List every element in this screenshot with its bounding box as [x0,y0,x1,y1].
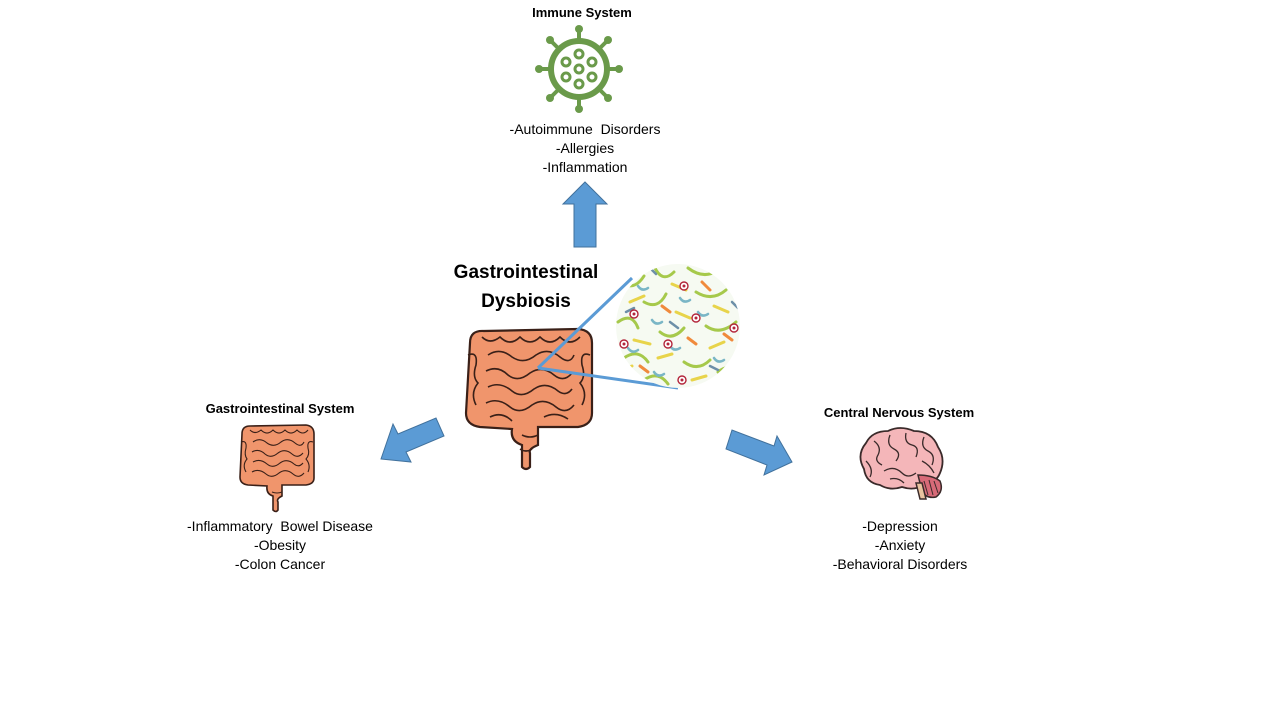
immune-effects-list: -Autoimmune Disorders -Allergies -Inflam… [470,120,700,177]
cns-effects-list: -Depression -Anxiety -Behavioral Disorde… [770,517,1030,574]
central-title-line: Gastrointestinal [453,262,599,283]
arrow-down-left-icon [380,417,445,463]
brain-icon [859,427,944,500]
gi-system-title: Gastrointestinal System [205,401,355,416]
intestine-icon [464,327,594,471]
immune-effect-item: -Allergies [555,140,615,156]
gi-effect-item: -Colon Cancer [234,556,326,572]
gi-effect-item: -Inflammatory Bowel Disease [187,518,373,534]
cns-effect-item: -Depression [862,518,938,534]
microbiota-icon [616,264,740,388]
intestine-icon [239,424,315,513]
cns-effect-item: -Behavioral Disorders [832,556,968,572]
immune-effect-item: -Inflammation [542,159,628,175]
cns-effect-item: -Anxiety [874,537,926,553]
arrow-down-right-icon [725,429,793,476]
virus-icon [535,25,623,113]
immune-system-title: Immune System [532,5,632,20]
central-title-line: Dysbiosis [481,291,571,312]
cns-title: Central Nervous System [823,405,975,420]
zoom-lines [536,276,679,390]
gi-effect-item: -Obesity [253,537,307,553]
arrow-up-icon [561,181,609,248]
central-title: Gastrointestinal Dysbiosis [426,258,626,316]
gi-effects-list: -Inflammatory Bowel Disease -Obesity -Co… [150,517,410,574]
immune-effect-item: -Autoimmune Disorders [509,121,661,137]
